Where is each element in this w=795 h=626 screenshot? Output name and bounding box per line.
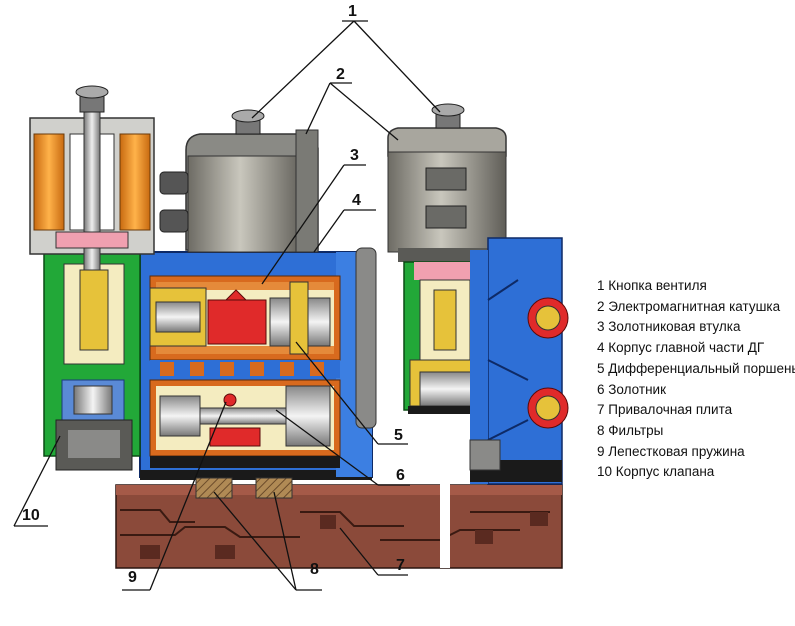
callout-2: 2 bbox=[336, 66, 345, 83]
legend-num: 2 bbox=[597, 298, 605, 314]
callout-10: 10 bbox=[22, 507, 40, 524]
legend-item: 6 Золотник bbox=[597, 380, 795, 401]
legend-num: 3 bbox=[597, 319, 605, 335]
leader-lines bbox=[13, 20, 441, 591]
callout-numbers: 1 2 3 4 5 6 7 8 9 10 bbox=[22, 3, 405, 586]
callout-8: 8 bbox=[310, 561, 319, 578]
valve-button-center bbox=[231, 109, 265, 135]
legend-label: Корпус клапана bbox=[615, 464, 715, 480]
legend-item: 1 Кнопка вентиля bbox=[597, 276, 795, 297]
legend-label: Кнопка вентиля bbox=[608, 278, 707, 293]
legend-label: Электромагнитная катушка bbox=[608, 298, 781, 314]
valve-body-left bbox=[43, 247, 141, 471]
solenoid-coil-right bbox=[387, 127, 507, 262]
legend-label: Корпус главной части ДГ bbox=[608, 340, 765, 356]
legend-label: Лепестковая пружина bbox=[608, 443, 745, 459]
callout-1: 1 bbox=[348, 3, 357, 20]
legend-item: 2 Электромагнитная катушка bbox=[597, 297, 795, 318]
legend-num: 6 bbox=[597, 381, 605, 397]
callout-6: 6 bbox=[396, 467, 405, 484]
valve-button-left bbox=[75, 85, 109, 113]
main-body-housing-right bbox=[469, 237, 569, 485]
spool bbox=[159, 385, 331, 447]
legend-label: Фильтры bbox=[608, 422, 664, 438]
legend-num: 8 bbox=[597, 422, 605, 438]
solenoid-coil-left bbox=[29, 109, 155, 271]
filters bbox=[195, 477, 293, 499]
legend-num: 5 bbox=[597, 360, 605, 376]
legend-label: Привалочная плита bbox=[608, 402, 733, 418]
legend-label: Золотниковая втулка bbox=[608, 319, 741, 335]
legend-num: 7 bbox=[597, 402, 605, 418]
legend-item: 9 Лепестковая пружина bbox=[597, 442, 795, 463]
legend-item: 8 Фильтры bbox=[597, 421, 795, 442]
callout-7: 7 bbox=[396, 557, 405, 574]
legend-num: 9 bbox=[597, 443, 605, 459]
legend-item: 4 Корпус главной части ДГ bbox=[597, 338, 795, 359]
mounting-plate bbox=[115, 478, 563, 569]
callout-4: 4 bbox=[352, 192, 361, 209]
legend-label: Золотник bbox=[608, 381, 666, 397]
legend-num: 1 bbox=[597, 278, 605, 293]
legend-item: 7 Привалочная плита bbox=[597, 400, 795, 421]
legend-num: 4 bbox=[597, 340, 605, 356]
legend-item: 10 Корпус клапана bbox=[597, 462, 795, 483]
valve-button-right bbox=[431, 103, 465, 129]
callout-3: 3 bbox=[350, 147, 359, 164]
callout-9: 9 bbox=[128, 569, 137, 586]
legend-item: 5 Дифференциальный поршень bbox=[597, 359, 795, 380]
callout-5: 5 bbox=[394, 427, 403, 444]
solenoid-coil-center bbox=[159, 129, 319, 253]
legend-num: 10 bbox=[597, 464, 613, 480]
legend-list: 1 Кнопка вентиля 2 Электромагнитная кату… bbox=[597, 276, 795, 483]
legend-item: 3 Золотниковая втулка bbox=[597, 317, 795, 338]
spool-sleeve bbox=[156, 282, 334, 354]
main-body-housing bbox=[139, 247, 377, 480]
legend-label: Дифференциальный поршень bbox=[608, 360, 795, 376]
